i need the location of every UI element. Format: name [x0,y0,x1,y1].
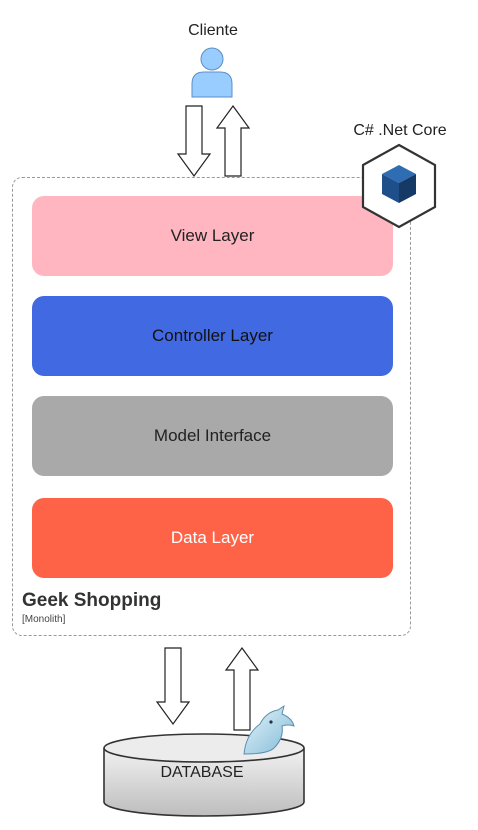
technology-label: C# .Net Core [353,122,447,139]
controller-layer-label: Controller Layer [152,326,273,345]
system-name: Geek Shopping [22,590,162,611]
dotnet-cube-icon [361,143,437,229]
system-boundary [12,177,411,636]
database-label: DATABASE [160,764,244,781]
view-layer: View Layer [32,196,393,276]
client-label: Cliente [188,22,238,39]
client-down-arrow [176,105,212,178]
db-up-arrow [224,646,260,731]
db-down-arrow [155,647,191,726]
model-interface-layer: Model Interface [32,396,393,476]
data-layer-label: Data Layer [170,528,255,547]
view-layer-label: View Layer [170,226,255,245]
dolphin-icon [243,704,295,755]
system-type: [Monolith] [22,614,66,625]
data-layer: Data Layer [32,498,393,578]
client-up-arrow [215,104,251,177]
database-cylinder [103,733,305,817]
controller-layer: Controller Layer [32,296,393,376]
user-icon [191,47,233,98]
model-interface-label: Model Interface [153,426,272,445]
